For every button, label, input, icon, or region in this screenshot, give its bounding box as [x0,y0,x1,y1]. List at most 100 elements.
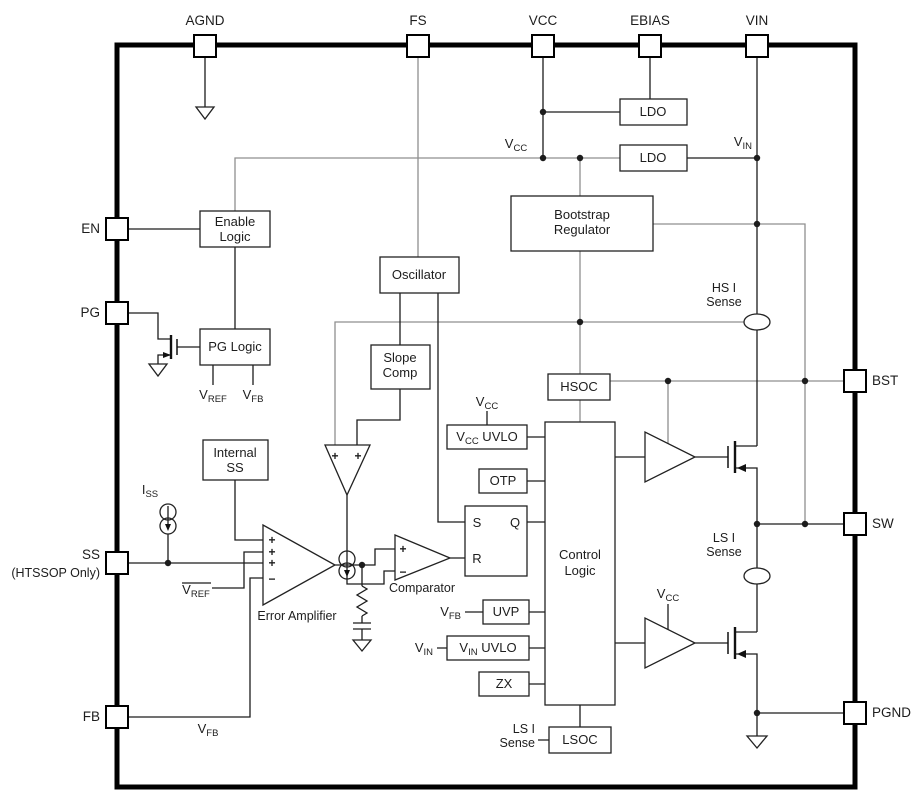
pin-label-fb: FB [83,709,100,724]
pins [105,34,867,729]
pin-label-pg: PG [80,305,100,320]
ground-symbol-pgnd [745,735,769,750]
vin-uvlo-label: VIN UVLO [459,640,516,658]
control-logic-label-2: Logic [564,563,596,578]
error-amplifier-label: Error Amplifier [257,609,336,623]
control-logic-block [544,421,616,706]
ea-minus: − [268,572,275,586]
latch-r-label: R [472,551,481,566]
vfb-uvp-label: VFB [440,604,461,622]
junction-dots [164,108,809,717]
ground-symbol-agnd [194,106,216,121]
pin-sw [843,512,867,536]
pin-label-en: EN [81,221,100,236]
vref-pg-label: VREF [199,387,227,405]
ls-driver-symbol [644,616,697,670]
otp-label: OTP [490,473,517,488]
pin-pg [105,301,129,325]
ldo1-label: LDO [640,104,667,119]
vcc-uvlo-supply-label: VCC [476,394,499,412]
amplifiers [262,430,697,670]
bootstrap-label-1: Bootstrap [554,207,610,222]
iss-label: ISS [142,482,158,500]
summing-plus-2: + [354,449,361,463]
ea-plus-1: + [268,533,275,547]
hsoc-label: HSOC [560,379,598,394]
slope-comp-block [370,344,431,390]
signal-wires [128,57,844,741]
enable-label-1: Enable [215,214,255,229]
zx-block [478,671,530,697]
vin-rail-label: VIN [734,134,752,152]
hsoc-block [547,373,611,401]
ldo2-block [619,144,688,172]
sr-latch-block [464,505,528,577]
pin-label-agnd: AGND [185,13,224,28]
ls-sense-label-2: Sense [706,545,741,559]
slope-label-2: Comp [383,365,418,380]
hs-sense-label-2: Sense [706,295,741,309]
internal-ss-label-1: Internal [213,445,256,460]
ea-plus-3: + [268,556,275,570]
uvp-label: UVP [493,604,520,619]
hs-mosfet [727,441,746,473]
vin-uvlo-block [446,635,530,661]
pin-fb [105,705,129,729]
ls-mosfet-arrow [737,650,746,658]
ldo2-label: LDO [640,150,667,165]
pin-label-pgnd: PGND [872,705,911,720]
pin-fs [406,34,430,58]
vfb-fb-pin-label: VFB [198,721,219,739]
lsoc-label: LSOC [562,732,597,747]
ea-plus-2: + [268,545,275,559]
pg-mosfet [163,335,178,359]
vcc-rail-label: VCC [505,136,528,154]
enable-label-2: Logic [219,229,251,244]
hs-mosfet-arrow [737,464,746,472]
vcc-uvlo-block [446,424,528,450]
ground-symbols [147,106,769,750]
vin-uvlo-input-label: VIN [415,640,433,658]
pg-logic-block [199,328,271,366]
pin-label-fs: FS [409,13,426,28]
error-amplifier-symbol [262,523,337,607]
latch-s-label: S [473,515,482,530]
iss-current-source-icon [159,503,177,535]
pg-logic-label: PG Logic [208,339,262,354]
chip-outline [114,42,858,790]
control-logic-label-1: Control [559,547,601,562]
otp-block [478,468,528,494]
gray-net-wires [234,57,844,524]
ground-symbol-pg [147,363,169,378]
lsoc-input-label-2: Sense [500,736,535,750]
lsoc-block [548,726,612,754]
pin-vin [745,34,769,58]
pin-label-vcc: VCC [529,13,558,28]
pin-label-ss-note: (HTSSOP Only) [11,566,100,580]
uvp-block [482,599,530,625]
ldo1-block [619,98,688,126]
blocks [199,98,688,754]
summing-comparator-symbol [324,444,372,497]
vref-ea-label: VREF [182,582,210,600]
hs-current-sense-icon [743,313,771,331]
pin-bst [843,369,867,393]
pin-label-ss: SS [82,547,100,562]
comparator-label: Comparator [389,581,455,595]
pin-ebias [638,34,662,58]
vcc-uvlo-label: VCC UVLO [456,429,517,447]
hs-sense-label-1: HS I [712,281,736,295]
pg-mosfet-arrow [163,352,171,358]
pin-label-ebias: EBIAS [630,13,670,28]
bootstrap-label-2: Regulator [554,222,611,237]
pin-label-bst: BST [872,373,898,388]
internal-ss-label-2: SS [226,460,244,475]
pin-agnd [193,34,217,58]
hs-driver-symbol [644,430,697,484]
bootstrap-regulator-block [510,195,654,252]
oscillator-label: Oscillator [392,267,447,282]
pin-ss [105,551,129,575]
ls-sense-label-1: LS I [713,531,735,545]
summing-plus-1: + [331,449,338,463]
